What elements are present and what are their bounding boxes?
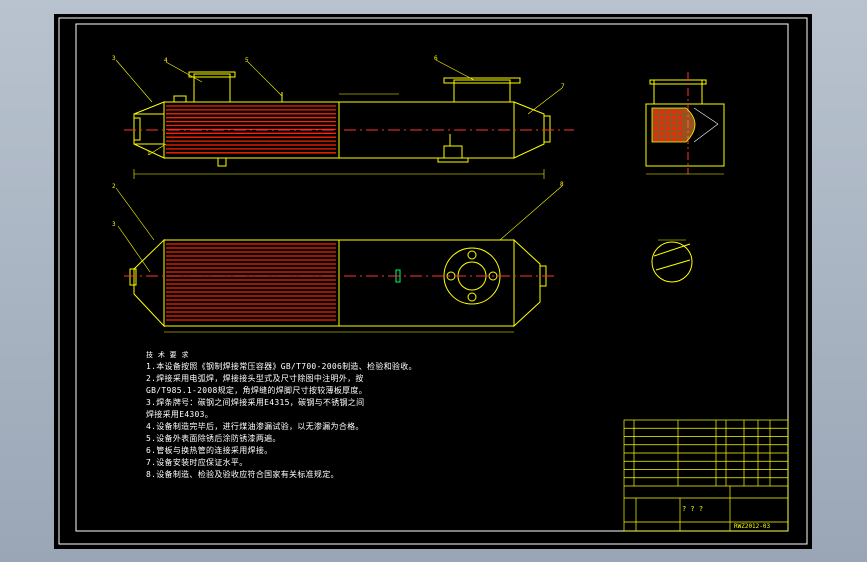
- note-line: 7.设备安装时应保证水平。: [146, 458, 248, 467]
- tube-end: [660, 137, 664, 142]
- part-label: 3: [112, 221, 116, 228]
- top-tube-bundle: [166, 243, 336, 321]
- tube-end: [654, 137, 658, 142]
- front-tube-bundle: [166, 105, 336, 154]
- section-detail: [651, 239, 693, 283]
- top-view: [115, 185, 563, 333]
- note-line: 8.设备制造、检验及验收应符合国家有关标准规定。: [146, 470, 339, 479]
- note-line: GB/T985.1-2008规定，角焊缝的焊脚尺寸按较薄板厚度。: [146, 386, 368, 395]
- tube-end: [672, 126, 676, 131]
- drawing-canvas: [58, 17, 808, 545]
- tube-end: [672, 110, 676, 114]
- note-line: 4.设备制造完毕后，进行煤油渗漏试验，以无渗漏为合格。: [146, 422, 364, 431]
- part-label: 8: [560, 181, 564, 188]
- part-label: 7: [561, 83, 565, 90]
- tube-end: [660, 110, 664, 114]
- tube-end: [678, 126, 682, 131]
- tube-end: [654, 121, 658, 125]
- tube-end: [666, 110, 670, 114]
- tube-end: [672, 137, 676, 142]
- tube-end: [666, 137, 670, 142]
- tube-end: [654, 110, 658, 114]
- tube-end: [678, 132, 682, 136]
- drawing-name: ? ? ?: [682, 505, 704, 513]
- drawing-number: RWZ2012-03: [734, 523, 771, 530]
- inner-frame: [75, 23, 789, 532]
- tube-end: [654, 126, 658, 131]
- tube-end: [678, 110, 682, 114]
- tube-end: [672, 132, 676, 136]
- part-label: 3: [112, 55, 116, 62]
- side-view: [645, 72, 725, 175]
- tube-end: [672, 115, 676, 120]
- note-line: 1.本设备按照《钢制焊接常压容器》GB/T700-2006制造、检验和验收。: [146, 362, 417, 371]
- notes-heading: 技 术 要 求: [146, 351, 189, 359]
- tube-end: [660, 126, 664, 131]
- tube-end: [654, 132, 658, 136]
- tube-end: [678, 137, 682, 142]
- part-label: 4: [164, 57, 168, 64]
- tube-end: [666, 121, 670, 125]
- part-label: 6: [434, 55, 438, 62]
- drawing-sheet: 3 4 5 6 7 1 2 3 8 技 术 要 求 1.本设备按照《钢制焊接常压…: [54, 14, 812, 549]
- detail-circle: [651, 241, 693, 283]
- tube-end: [660, 132, 664, 136]
- outer-frame: [58, 17, 808, 545]
- note-line: 6.管板与换热管的连接采用焊接。: [146, 446, 273, 455]
- tube-end: [672, 121, 676, 125]
- part-label: 5: [245, 57, 249, 64]
- note-line: 2.焊接采用电弧焊，焊接接头型式及尺寸除图中注明外，按: [146, 374, 364, 383]
- tube-end: [678, 121, 682, 125]
- note-line: 3.焊条牌号：碳钢之间焊接采用E4315，碳钢与不锈钢之间: [146, 398, 365, 407]
- front-view: [115, 59, 574, 179]
- tube-end: [666, 115, 670, 120]
- tube-end: [666, 132, 670, 136]
- tube-end: [678, 115, 682, 120]
- tube-end: [666, 126, 670, 131]
- note-line: 5.设备外表面除锈后涂防锈漆两遍。: [146, 434, 281, 443]
- part-label: 2: [112, 183, 116, 190]
- side-tube-ends: [654, 110, 682, 142]
- title-block: [623, 419, 789, 532]
- note-line: 焊接采用E4303。: [146, 410, 214, 419]
- tube-end: [660, 115, 664, 120]
- tube-end: [660, 121, 664, 125]
- part-label: 1: [147, 150, 151, 157]
- tube-end: [654, 115, 658, 120]
